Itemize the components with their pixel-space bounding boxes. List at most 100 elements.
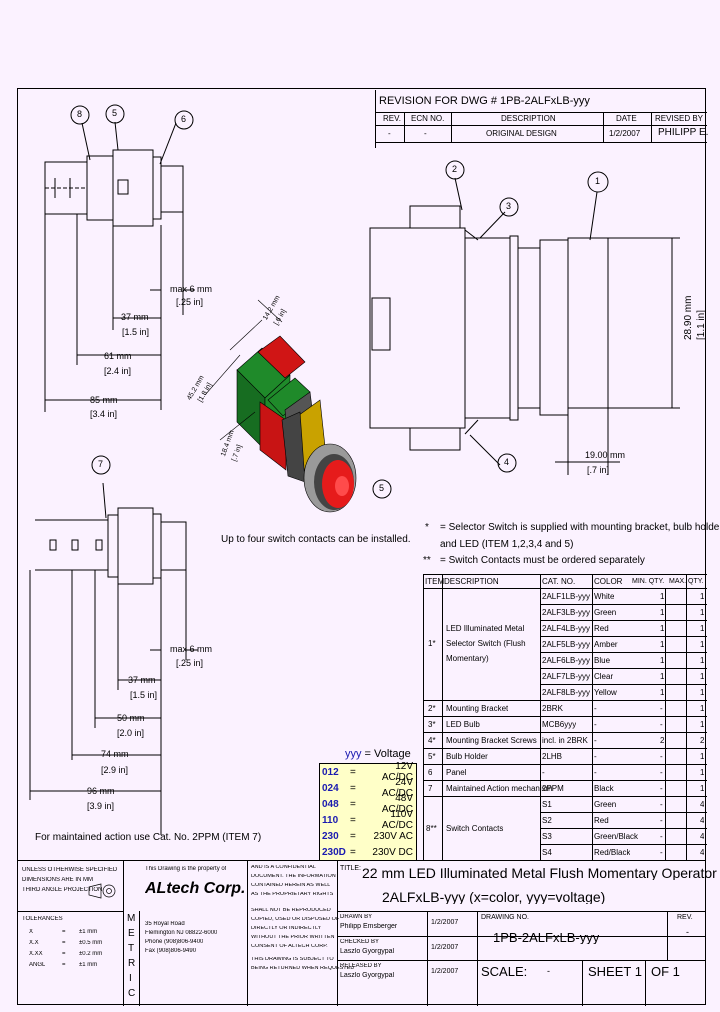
tol-3-b: = [62,962,66,968]
note-1-text: = Selector Switch is supplied with mount… [440,522,720,533]
bom-i1-color-6: Yellow [594,689,617,697]
bom-i1-cat-4: 2ALF6LB-yyy [542,657,591,665]
volt-code-0: 012 [322,766,339,778]
conf-8: CONSENT OF ALTECH CORP. [251,944,328,949]
balloon-7 [91,455,111,475]
conf-10: BEING RETURNED WHEN REQUESTED [251,966,355,971]
dim-85-in: [3.4 in] [90,409,118,419]
bom-i8-color-2: Green/Black [594,833,639,841]
scale-value: - [547,967,550,976]
dim-max6-in: [.25 in] [176,297,204,307]
revision-title: REVISION FOR DWG # 1PB-2ALFxLB-yyy [379,96,590,107]
drawn-date: 1/2/2007 [431,919,459,926]
bom-i1-cat-0: 2ALF1LB-yyy [542,593,591,601]
dim-max6: max 6 mm [170,284,213,294]
bom-i1-cat-3: 2ALF5LB-yyy [542,641,591,649]
unless-2: THIRD ANGLE PROJECTION [22,887,103,893]
rev-cell-ecn: - [424,130,427,138]
balloon-1-label: 1 [595,176,601,186]
balloon-4-label: 4 [504,457,510,467]
dim-37-in: [1.5 in] [122,327,150,337]
bom-i8-max-0: 4 [700,801,705,809]
bom-r3-max: 1 [700,753,705,761]
tol-3-a: ANGL [29,962,46,968]
conf-5: COPIED, USED OR DISPOSED OF [251,917,340,922]
conf-0: AND IS A CONFIDENTIAL [251,865,316,870]
voltage-title-y: yyy [345,748,362,760]
bom-i1-max-0: 1 [700,593,705,601]
bom-i1-color-2: Red [594,625,609,633]
conf-7: WITHOUT THE PRIOR WRITTEN [251,935,335,940]
bom-i1-min-0: 1 [660,593,665,601]
volt-val-5: 230V DC [372,846,413,858]
bom-r4-max: 1 [700,769,705,777]
balloon-8-label: 8 [77,109,83,119]
volt-code-1: 024 [322,782,339,794]
contacts-note: Up to four switch contacts can be instal… [221,534,411,545]
released-by-label: RELEASED BY [340,963,382,969]
address-0: 35 Royal Road [145,921,185,927]
address-1: Flemington NJ 08822-6000 [145,930,218,936]
bom-i8-cat-1: S2 [542,817,552,825]
bom-r0-desc: Mounting Bracket [446,705,509,713]
volt-code-2: 048 [322,798,339,810]
bom-i1-color-5: Clear [594,673,614,681]
dim-61: 61 mm [104,351,132,361]
note-3-text: = Switch Contacts must be ordered separa… [440,555,645,566]
rev-header-ecn: ECN NO. [411,115,445,123]
title-block: UNLESS OTHERWISE SPECIFIED DIMENSIONS AR… [17,860,717,1006]
released-date: 1/2/2007 [431,968,459,975]
balloon-3-label: 3 [506,201,512,211]
bom-i8-max-1: 4 [700,817,705,825]
bom-r5-cat: 2PPM [542,785,564,793]
bom-i1-min-3: 1 [660,641,665,649]
bom-i1-min-6: 1 [660,689,665,697]
scale-label: SCALE: [481,965,528,978]
bom-r2-item: 4* [428,737,436,745]
drawing-frame [17,88,706,1005]
bom-i1-cat-2: 2ALF4LB-yyy [542,625,591,633]
volt-val-4: 230V AC [373,830,413,842]
dim-2890-in: [1.1 in] [696,309,707,340]
balloon-2 [445,160,465,180]
title-line-1: 22 mm LED Illuminated Metal Flush Moment… [362,866,717,880]
note-1-mark: * [425,522,429,533]
bom-r0-cat: 2BRK [542,705,563,713]
bom-i1-color-3: Amber [594,641,618,649]
dim-61-in: [2.4 in] [104,366,132,376]
bom-r1-cat: MCB6yyy [542,721,577,729]
tol-0-c: ±1 mm [79,929,98,935]
bom-item1-desc-1: Selector Switch (Flush [446,640,526,648]
bom-r5-max: 1 [700,785,705,793]
drawn-by: Philipp Emsberger [340,923,398,930]
drawn-by-label: DRAWN BY [340,914,373,920]
isometric-switch-image [236,335,357,513]
bom-i8-min-1: - [660,817,663,825]
dim-b-37: 37 mm [128,675,156,685]
dim-b-50: 50 mm [117,713,145,723]
side-view-body [369,227,466,429]
bom-r3-min: - [660,753,663,761]
bom-i1-max-6: 1 [700,689,705,697]
tol-2-b: = [62,951,66,957]
volt-val-3: 110V AC/DC [381,809,413,831]
balloon-6-label: 6 [181,114,187,124]
bom-r3-item: 5* [428,753,436,761]
bom-i1-min-4: 1 [660,657,665,665]
bom-i1-color-4: Blue [594,657,611,665]
title-label: TITLE: [340,865,362,872]
bom-r4-cat: - [542,769,545,777]
bom-h-item: ITEM [425,578,445,586]
tol-0-a: X [29,929,34,935]
bom-i1-min-2: 1 [660,625,665,633]
tol-3-c: ±1 mm [79,962,98,968]
title-line-2: 2ALFxLB-yyy (x=color, yyy=voltage) [382,890,606,904]
rev-header-revised: REVISED BY [655,115,704,123]
bom-r1-item: 3* [428,721,436,729]
bom-i8-color-0: Green [594,801,617,809]
conf-3: AS THE PROPRIETARY RIGHTS [251,892,334,897]
checked-by: Laszlo Gyorgypal [340,948,395,955]
note-3-mark: ** [423,555,431,566]
metric-3: R [128,959,136,969]
bom-table: ITEM DESCRIPTION CAT. NO. COLOR MIN. QTY… [423,574,707,861]
